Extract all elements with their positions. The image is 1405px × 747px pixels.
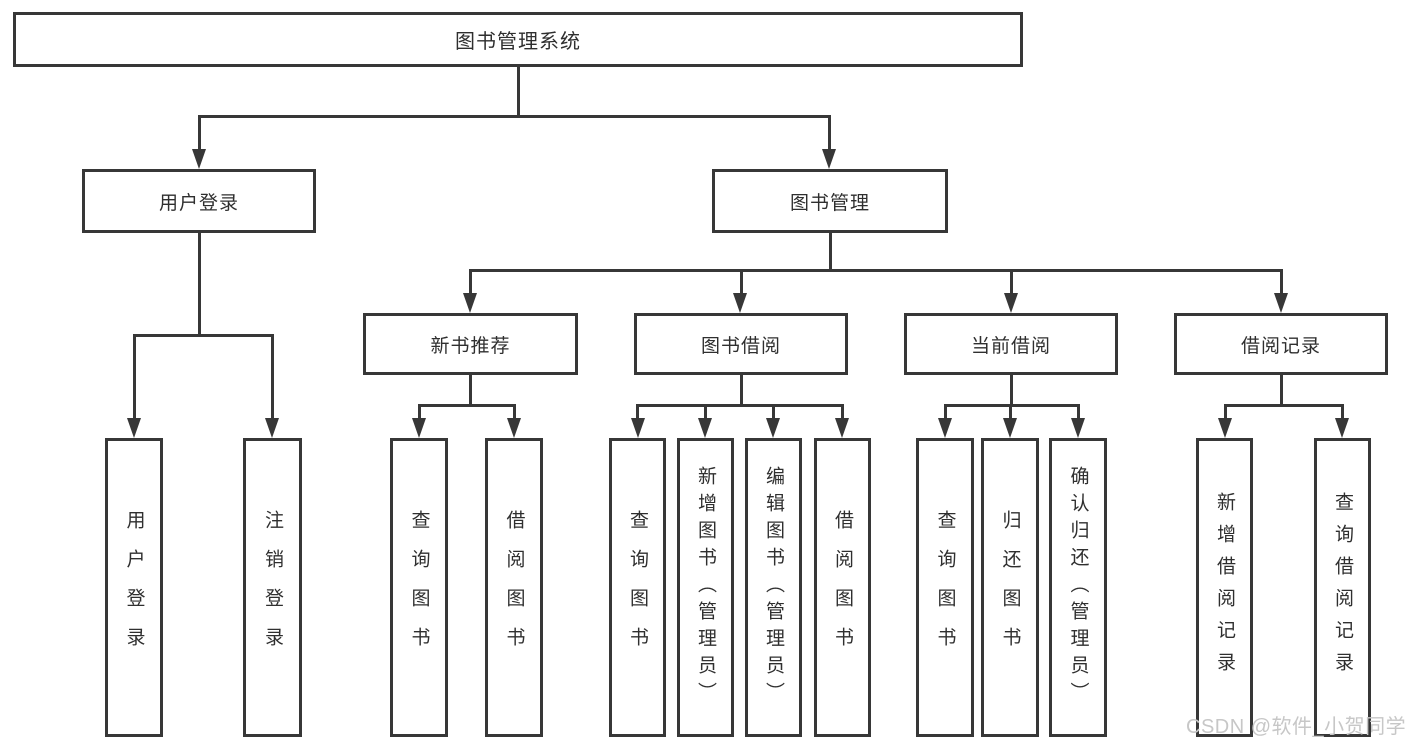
connector-new-book-stem <box>469 269 472 295</box>
connector-new-book-down <box>469 375 472 406</box>
connector-current-borrow-down <box>1010 375 1013 406</box>
arrow-down-icon <box>698 418 712 438</box>
connector-leaf-stem <box>841 404 844 422</box>
connector-book-mgmt-down <box>829 233 832 271</box>
arrow-down-icon <box>1004 293 1018 313</box>
csdn-watermark: CSDN @软件_小贺同学 <box>1186 716 1405 738</box>
leaf-borrow-books: 借阅图书 <box>814 438 871 737</box>
connector-leaf-stem <box>772 404 775 422</box>
arrow-down-icon <box>938 418 952 438</box>
node-label: 图书管理 <box>789 192 870 214</box>
node-label: 图书管理系统 <box>455 31 581 53</box>
connector-book-borrow-stem <box>740 269 743 295</box>
arrow-down-icon <box>835 418 849 438</box>
connector-borrow-record-down <box>1280 375 1283 406</box>
node-current-borrowing: 当前借阅 <box>904 313 1118 375</box>
connector-leaf-stem <box>418 404 421 422</box>
connector-user-login-rail <box>133 334 274 337</box>
leaf-logout: 注销登录 <box>243 438 302 737</box>
connector-leaf-stem <box>944 404 947 422</box>
connector-new-book-rail <box>418 404 515 407</box>
arrow-down-icon <box>265 418 279 438</box>
arrow-down-icon <box>631 418 645 438</box>
connector-leaf-stem <box>271 334 274 422</box>
node-new-book-recommend: 新书推荐 <box>363 313 578 375</box>
node-label: 当前借阅 <box>970 335 1051 357</box>
node-book-management: 图书管理 <box>712 169 948 233</box>
leaf-label: 编辑图书（管理员） <box>763 466 784 709</box>
connector-leaf-stem <box>513 404 516 422</box>
arrow-down-icon <box>192 149 206 169</box>
connector-leaf-stem <box>1224 404 1227 422</box>
leaf-label: 查询图书 <box>934 509 956 666</box>
node-library-management-system: 图书管理系统 <box>13 12 1023 67</box>
leaf-borrow-books-recommend: 借阅图书 <box>485 438 543 737</box>
leaf-label: 查询借阅记录 <box>1332 491 1353 684</box>
leaf-user-login: 用户登录 <box>105 438 163 737</box>
arrow-down-icon <box>766 418 780 438</box>
arrow-down-icon <box>127 418 141 438</box>
connector-leaf-stem <box>133 334 136 422</box>
node-label: 图书借阅 <box>700 335 781 357</box>
connector-level2-rail <box>470 269 1282 272</box>
connector-leaf-stem <box>1341 404 1344 422</box>
connector-book-mgmt-stem <box>828 115 831 151</box>
node-borrowing-records: 借阅记录 <box>1174 313 1388 375</box>
leaf-return-books: 归还图书 <box>981 438 1039 737</box>
node-label: 用户登录 <box>158 192 239 214</box>
leaf-label: 借阅图书 <box>832 509 853 666</box>
leaf-label: 归还图书 <box>999 509 1021 666</box>
leaf-label: 借阅图书 <box>503 509 525 666</box>
connector-leaf-stem <box>1009 404 1012 422</box>
connector-book-borrow-rail <box>637 404 843 407</box>
arrow-down-icon <box>1071 418 1085 438</box>
connector-current-borrow-stem <box>1010 269 1013 295</box>
arrow-down-icon <box>822 149 836 169</box>
leaf-label: 用户登录 <box>123 509 145 666</box>
leaf-add-borrow-record: 新增借阅记录 <box>1196 438 1253 737</box>
leaf-query-books-current: 查询图书 <box>916 438 974 737</box>
leaf-add-books-admin: 新增图书（管理员） <box>677 438 734 737</box>
arrow-down-icon <box>412 418 426 438</box>
arrow-down-icon <box>733 293 747 313</box>
connector-user-login-stem <box>198 115 201 151</box>
node-label: 借阅记录 <box>1240 335 1321 357</box>
connector-book-borrow-down <box>740 375 743 406</box>
connector-current-borrow-rail <box>944 404 1079 407</box>
leaf-query-books-borrow: 查询图书 <box>609 438 666 737</box>
arrow-down-icon <box>1274 293 1288 313</box>
leaf-confirm-return-admin: 确认归还（管理员） <box>1049 438 1107 737</box>
connector-root-stem <box>517 67 520 117</box>
leaf-label: 注销登录 <box>262 509 283 666</box>
leaf-label: 查询图书 <box>408 509 430 666</box>
connector-leaf-stem <box>1077 404 1080 422</box>
connector-borrow-record-rail <box>1224 404 1343 407</box>
leaf-label: 新增图书（管理员） <box>695 466 716 709</box>
arrow-down-icon <box>1218 418 1232 438</box>
leaf-query-borrow-record: 查询借阅记录 <box>1314 438 1371 737</box>
node-user-login: 用户登录 <box>82 169 316 233</box>
arrow-down-icon <box>507 418 521 438</box>
connector-leaf-stem <box>704 404 707 422</box>
leaf-label: 新增借阅记录 <box>1214 491 1235 684</box>
leaf-label: 确认归还（管理员） <box>1067 466 1089 709</box>
arrow-down-icon <box>1335 418 1349 438</box>
arrow-down-icon <box>463 293 477 313</box>
connector-borrow-record-stem <box>1280 269 1283 295</box>
leaf-label: 查询图书 <box>627 509 648 666</box>
leaf-query-books-recommend: 查询图书 <box>390 438 448 737</box>
node-label: 新书推荐 <box>430 335 511 357</box>
connector-user-login-down <box>198 233 201 335</box>
leaf-edit-books-admin: 编辑图书（管理员） <box>745 438 802 737</box>
node-book-borrowing: 图书借阅 <box>634 313 848 375</box>
connector-level1-rail <box>198 115 831 118</box>
connector-leaf-stem <box>636 404 639 422</box>
arrow-down-icon <box>1003 418 1017 438</box>
